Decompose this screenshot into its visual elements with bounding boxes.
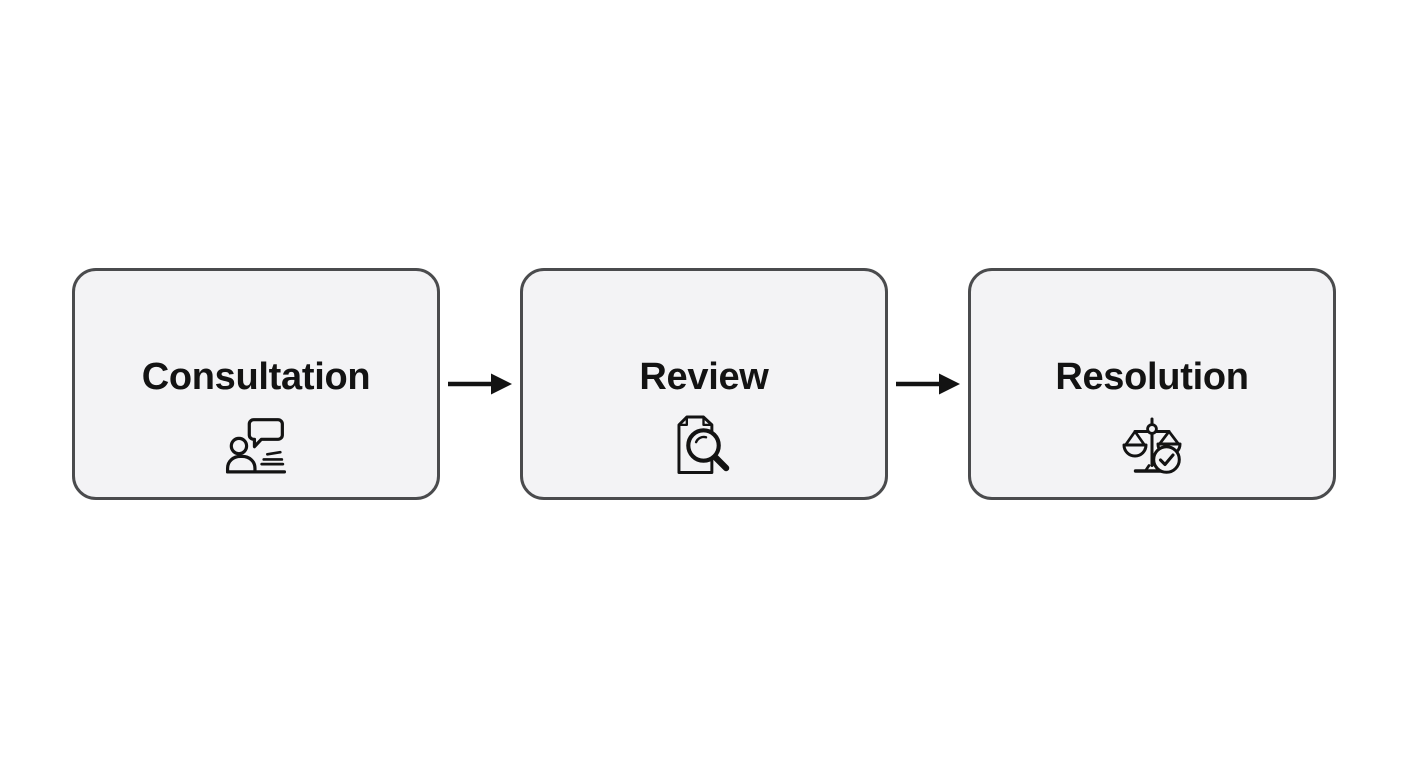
document-magnifier-icon <box>676 415 732 475</box>
step-card-resolution: Resolution <box>968 268 1336 500</box>
step-label-resolution: Resolution <box>1055 356 1249 399</box>
person-speech-bubble-icon <box>225 415 287 475</box>
flow-arrow-icon <box>447 371 513 397</box>
flow-arrow-icon <box>895 371 961 397</box>
step-label-review: Review <box>639 356 769 399</box>
step-label-consultation: Consultation <box>141 356 371 399</box>
scales-checkmark-icon <box>1122 415 1182 475</box>
step-card-review: Review <box>520 268 888 500</box>
step-card-consultation: Consultation <box>72 268 440 500</box>
